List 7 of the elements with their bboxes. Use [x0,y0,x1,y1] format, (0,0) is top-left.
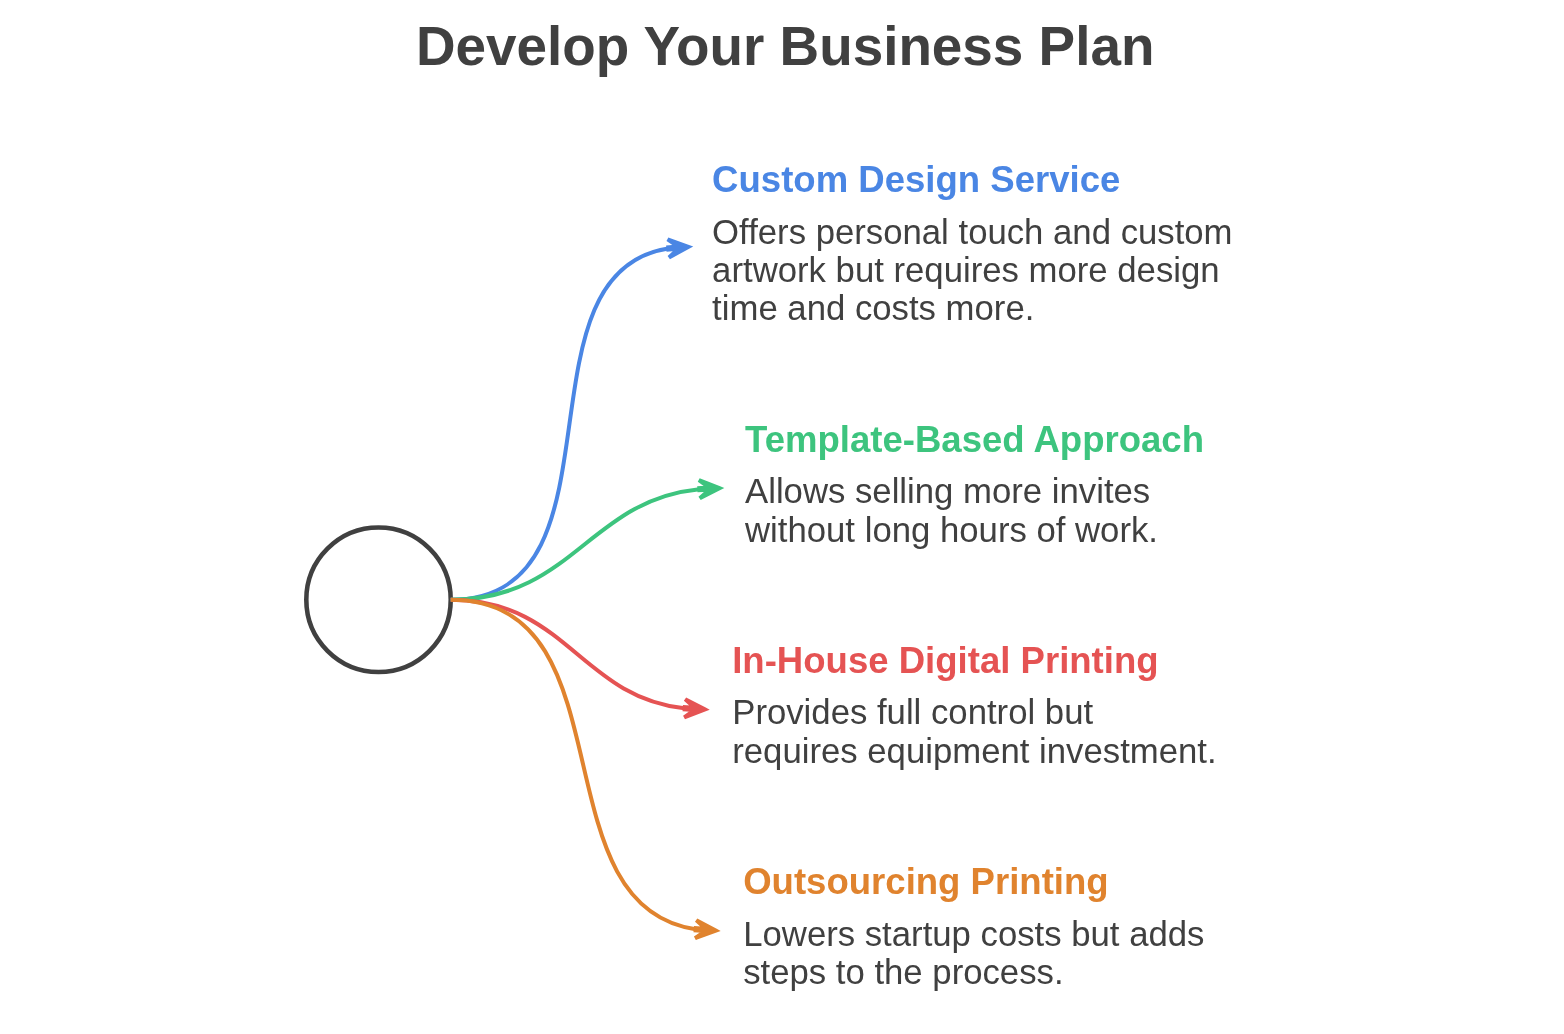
diagram-title: Develop Your Business Plan [415,15,1154,78]
node-text: Outsourcing Printing Lowers startup costs but adds steps to the process. [742,861,1204,991]
node-text: Template-Based Approach Allows selling more invites without long hours of work. [744,418,1204,549]
node-text: In-House Digital Printing Provides full control but requires equipment investment. [731,639,1217,770]
node-circle [303,525,453,675]
arrow [449,597,718,941]
node-text: Custom Design Service Offers personal touch and custom artwork but requires more design time and costs more. [711,159,1233,328]
